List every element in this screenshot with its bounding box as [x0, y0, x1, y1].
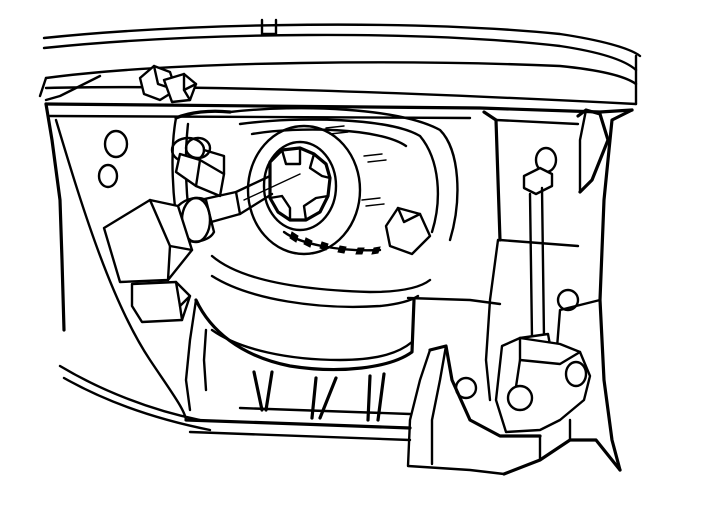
bulb-socket [246, 124, 387, 256]
right-bracket [406, 108, 634, 472]
adjuster-body [406, 336, 622, 476]
reflector-bowl [171, 107, 459, 412]
housing-ribs [238, 370, 412, 422]
reflector-tab [384, 206, 432, 256]
headlamp-housing [44, 102, 634, 442]
headlamp-bulb [102, 173, 301, 324]
connector-clip [138, 64, 198, 104]
retainer-clip [170, 136, 226, 198]
upper-fascia [38, 18, 642, 106]
adjuster-rod [518, 146, 558, 362]
